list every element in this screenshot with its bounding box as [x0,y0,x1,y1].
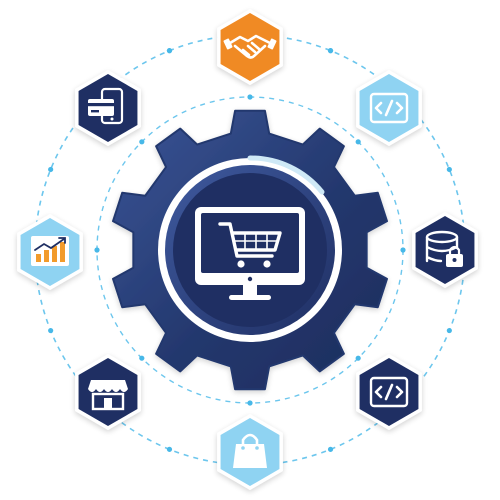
cart-basket-grid [234,233,278,250]
storefront-icon [88,380,128,411]
cart-wheel [263,260,271,268]
node-top-left [75,70,141,146]
ring-dot [247,400,253,406]
code-icon [369,376,409,408]
growth-chart-icon [31,236,69,266]
node-bottom [217,414,283,490]
monitor-base [229,295,271,300]
monitor-neck [243,285,257,295]
ring-dot [327,446,334,452]
ring-dot [327,48,334,54]
node-left [17,214,83,290]
ring-dot [94,247,100,253]
shopping-bag-icon [233,433,267,468]
hub-highlight-arc [247,155,325,195]
ring-dot [166,48,173,54]
ring-dot [400,247,406,253]
node-top-right [356,70,422,146]
cart-wheel [237,260,245,268]
shopping-cart-monitor-icon [195,207,305,300]
monitor-button [247,276,253,282]
ring-dot [355,355,361,361]
node-bottom-left [75,354,141,430]
database-lock-icon [425,230,463,267]
handshake-icon [223,34,277,59]
hub-monitor-cart [195,207,305,300]
code-icon [369,92,409,124]
ring-dot [166,446,173,452]
service-nodes [17,9,478,490]
monitor-screen [201,213,299,273]
ring-dot [139,139,145,145]
ring-dot [48,166,54,173]
ring-dot [446,327,452,334]
ring-dot [247,94,253,100]
node-right [412,212,478,288]
ring-dot [48,327,54,334]
node-bottom-right [356,354,422,430]
node-top [217,9,283,85]
ring-dot [355,139,361,145]
mobile-payment-icon [88,87,124,125]
ring-dot [139,355,145,361]
ring-dot [446,166,452,173]
